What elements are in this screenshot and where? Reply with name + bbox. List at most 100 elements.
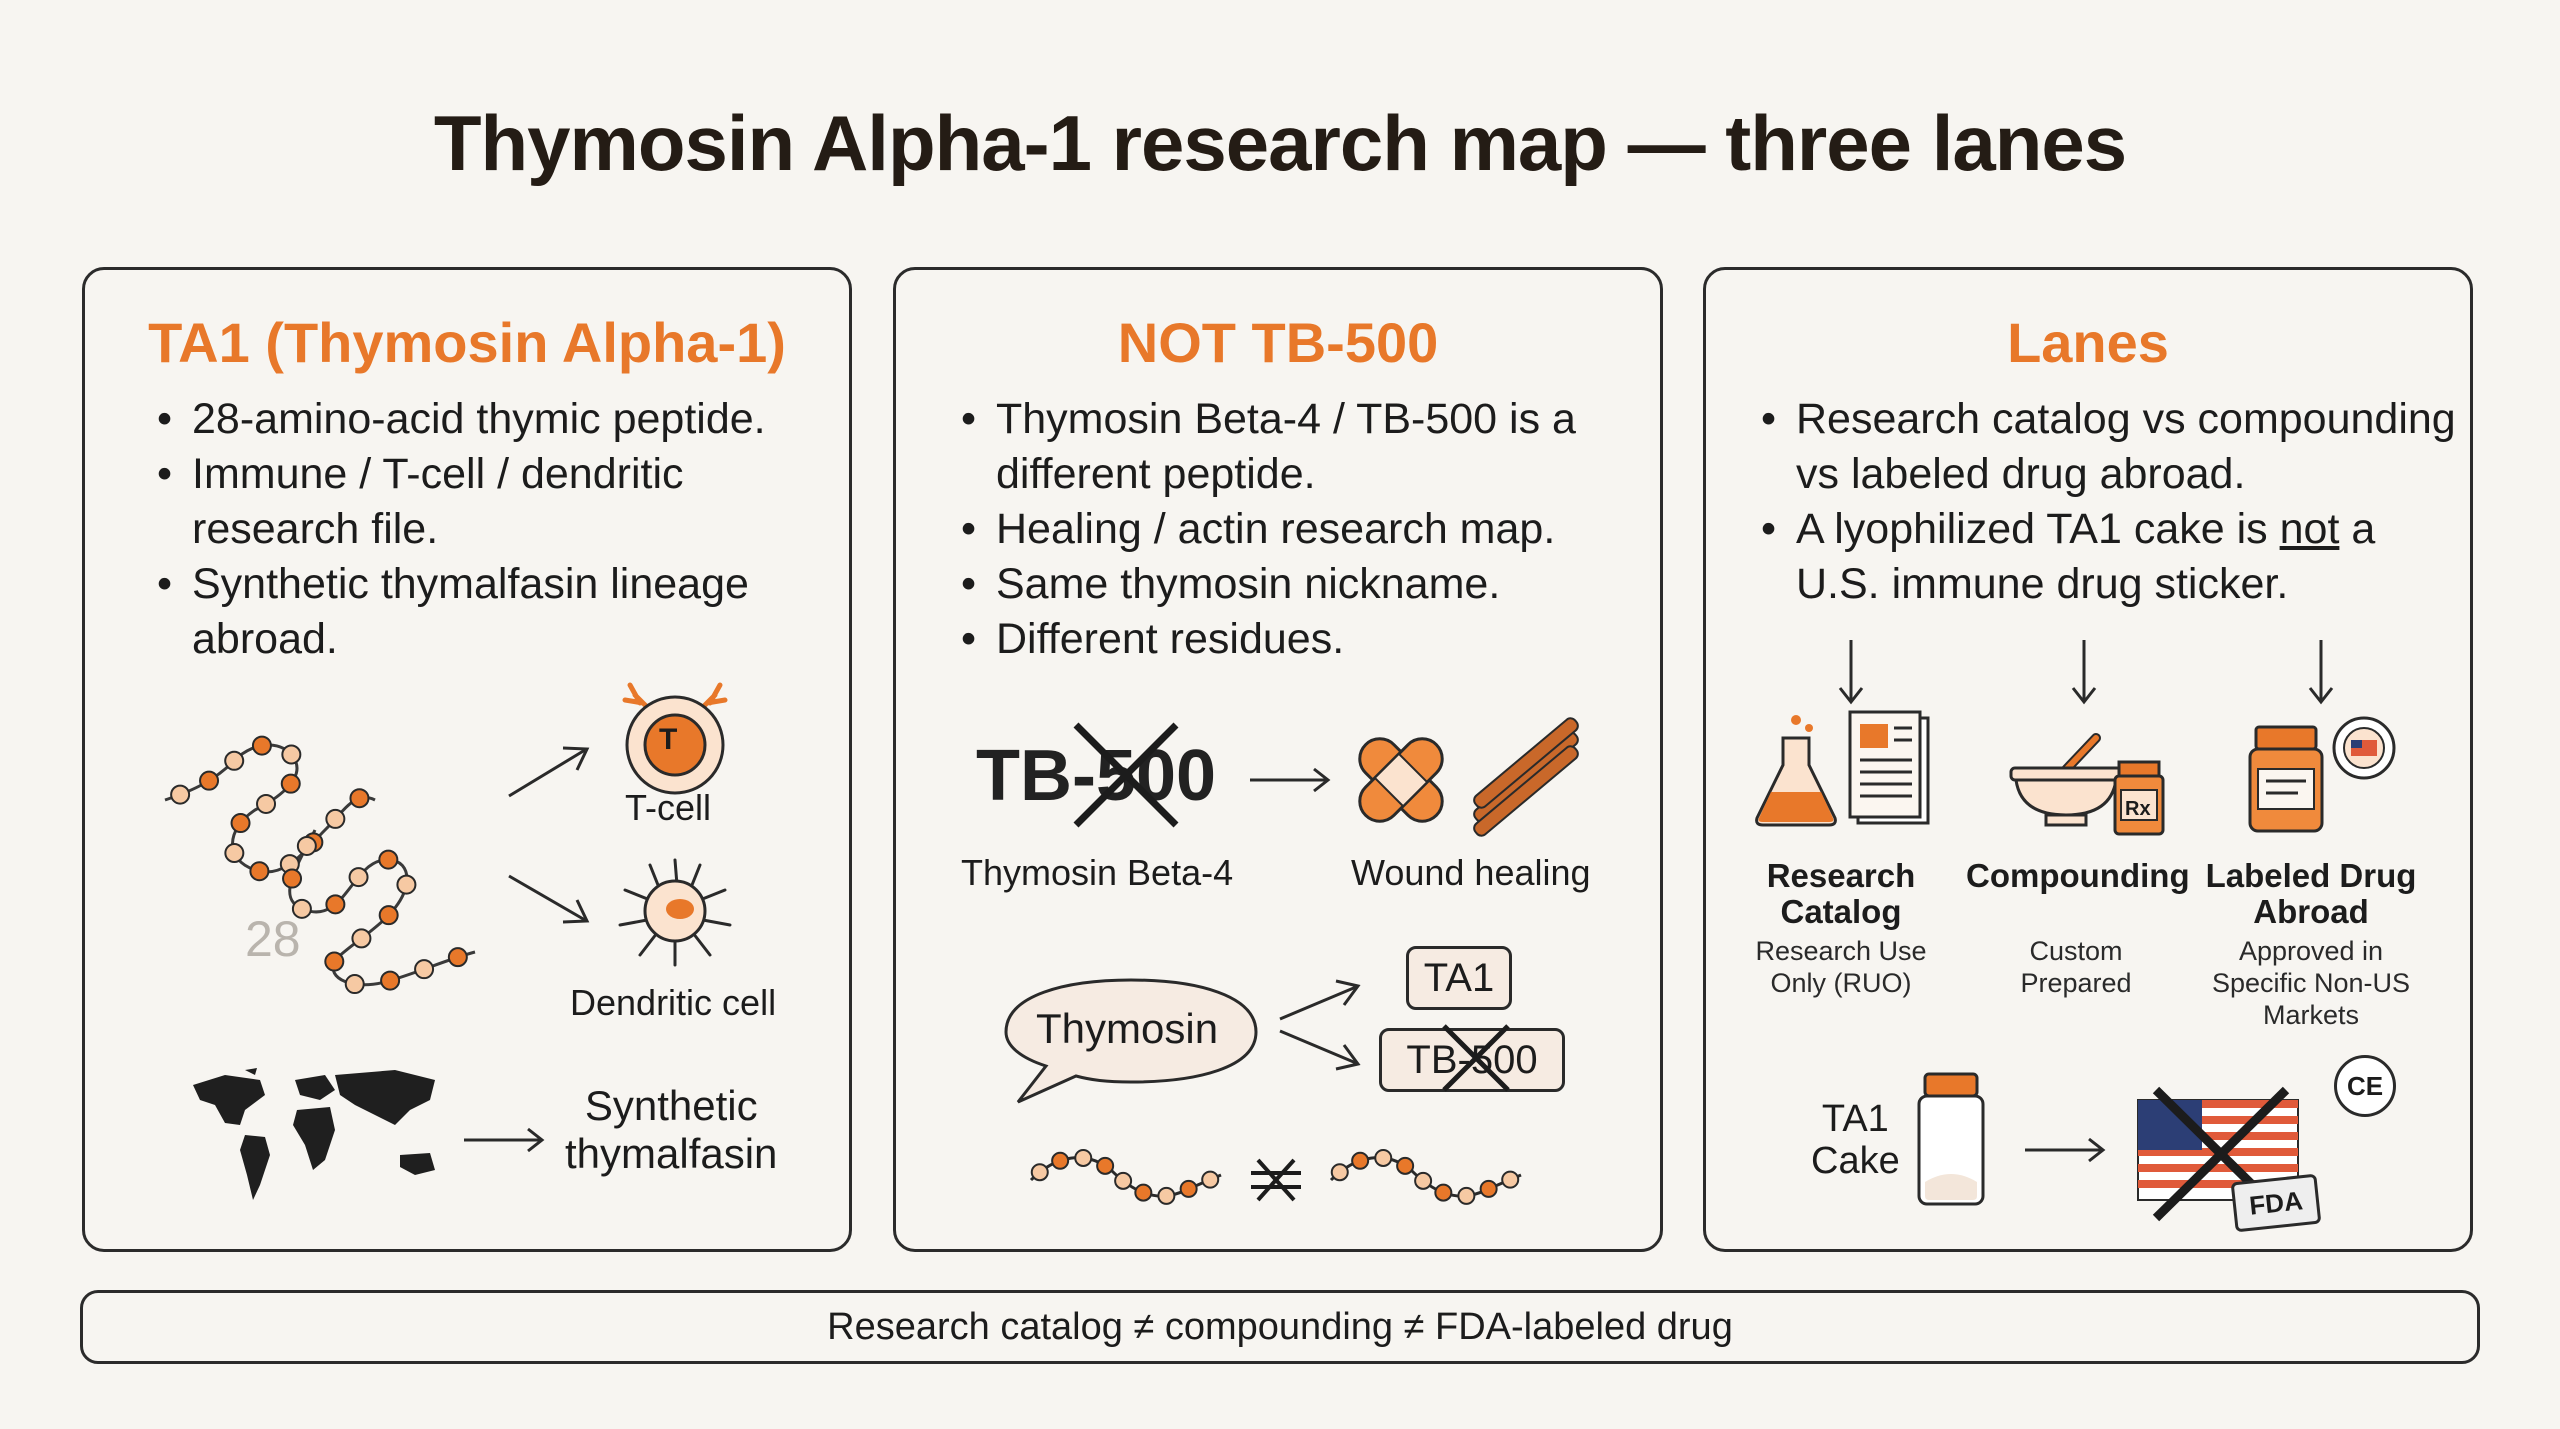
- bead: [324, 951, 345, 972]
- dendritic-cell-icon: [618, 858, 732, 967]
- bead: [1457, 1186, 1476, 1205]
- bead: [1479, 1179, 1498, 1198]
- bead: [380, 970, 401, 991]
- bead: [291, 898, 312, 919]
- flag-seal-icon: [2332, 716, 2396, 780]
- panel-not-tb500-title: NOT TB-500: [1117, 311, 1439, 374]
- panel-lanes-title: Lanes: [2007, 311, 2169, 374]
- bead: [351, 928, 372, 949]
- us-flag-icon: [2137, 1086, 2299, 1222]
- panel-ta1: TA1 (Thymosin Alpha-1) 28-amino-acid thy…: [82, 267, 852, 1252]
- panel-not-tb500-bullets: Thymosin Beta-4 / TB-500 is a different …: [961, 392, 1651, 667]
- tcell-icon: [622, 682, 728, 795]
- arrow-to-tcell-icon: [508, 746, 590, 798]
- down-arrow-icon: [1838, 640, 1864, 705]
- bead: [1330, 1163, 1349, 1182]
- bead: [1134, 1183, 1153, 1202]
- bead: [378, 905, 399, 926]
- cake-label-line2: Cake: [1811, 1140, 1900, 1182]
- bead: [396, 874, 417, 895]
- panel-lanes-bullets: Research catalog vs compounding vs label…: [1761, 392, 2471, 612]
- lane-compounding-desc: Custom Prepared: [2020, 936, 2132, 998]
- bandage-icon: [1358, 737, 1444, 823]
- bullet-item: Synthetic thymalfasin lineage abroad.: [157, 557, 792, 667]
- lane-research-catalog-name: Research Catalog: [1766, 857, 1916, 930]
- bullet-item: Healing / actin research map.: [961, 502, 1651, 557]
- pill-bottle-icon: [2248, 725, 2324, 833]
- cross-out-icon: [1073, 722, 1179, 828]
- cake-label: TA1 Cake: [1811, 1098, 1900, 1182]
- lane-labeled-drug-name: Labeled Drug Abroad: [2205, 857, 2417, 930]
- bead: [280, 773, 301, 794]
- speech-bubble-icon: [1004, 978, 1258, 1104]
- bead: [296, 835, 317, 856]
- bead: [282, 868, 303, 889]
- fda-stamp: FDA: [2230, 1173, 2322, 1233]
- cross-out-small-icon: [1442, 1024, 1510, 1092]
- ta1-box: TA1: [1406, 946, 1512, 1010]
- bead: [1157, 1186, 1176, 1205]
- synthetic-label-line2: thymalfasin: [565, 1130, 778, 1177]
- document-icon: [1848, 710, 1930, 825]
- peptide-chain-icon: [164, 735, 476, 995]
- arrow-to-ta1-icon: [1279, 979, 1361, 1021]
- synthetic-label: Synthetic thymalfasin: [565, 1082, 777, 1178]
- bead: [249, 861, 270, 882]
- bead: [1396, 1156, 1415, 1175]
- bullet-item: Different residues.: [961, 612, 1651, 667]
- bead: [224, 843, 245, 864]
- bullet-text-part: A lyophilized TA1 cake is: [1796, 505, 2280, 553]
- world-map-icon: [193, 1068, 435, 1200]
- actin-fibers-icon: [1473, 717, 1579, 837]
- chain-count-label: 28: [245, 911, 301, 967]
- bead: [325, 808, 346, 829]
- bullet-item: Same thymosin nickname.: [961, 557, 1651, 612]
- bead: [281, 744, 302, 765]
- bullet-item: 28-amino-acid thymic peptide.: [157, 392, 837, 447]
- bead: [251, 735, 272, 756]
- down-arrow-icon: [2308, 640, 2334, 705]
- wound-caption: Wound healing: [1351, 852, 1591, 893]
- bead: [224, 750, 245, 771]
- rx-label: Rx: [2125, 798, 2151, 820]
- tcell-letter: T: [659, 723, 678, 756]
- bullet-item: Thymosin Beta-4 / TB-500 is a different …: [961, 392, 1616, 502]
- bullet-text-part: a U.S. immune drug sticker.: [1796, 505, 2376, 608]
- footer-banner: Research catalog ≠ compounding ≠ FDA-lab…: [80, 1290, 2480, 1364]
- bead: [1051, 1151, 1070, 1170]
- bead: [256, 793, 277, 814]
- bead: [1179, 1179, 1198, 1198]
- cake-label-line1: TA1: [1821, 1098, 1889, 1140]
- panel-not-tb500: NOT TB-500 Thymosin Beta-4 / TB-500 is a…: [893, 267, 1663, 1252]
- bead-chain-left-icon: [1029, 1148, 1222, 1205]
- lane-compounding-name: Compounding: [1966, 857, 2190, 894]
- panel-ta1-bullets: 28-amino-acid thymic peptide. Immune / T…: [157, 392, 837, 667]
- bead: [1201, 1170, 1220, 1189]
- bead: [1351, 1151, 1370, 1170]
- bead: [344, 974, 365, 995]
- bead: [325, 894, 346, 915]
- bead: [1096, 1156, 1115, 1175]
- synthetic-label-line1: Synthetic: [584, 1082, 758, 1129]
- vial-icon: [1917, 1072, 1985, 1206]
- arrow-to-flag-icon: [2025, 1137, 2106, 1163]
- arrow-to-wound-icon: [1250, 767, 1331, 793]
- bead: [378, 849, 399, 870]
- bead: [349, 788, 370, 809]
- panel-lanes: Lanes Research catalog vs compounding vs…: [1703, 267, 2473, 1252]
- bead: [1030, 1163, 1049, 1182]
- bead: [1114, 1171, 1133, 1190]
- mortar-pestle-icon: [2009, 733, 2123, 827]
- bullet-underlined-word: not: [2279, 505, 2340, 553]
- tb500-caption: Thymosin Beta-4: [961, 852, 1234, 893]
- arrow-to-synthetic-icon: [464, 1127, 545, 1153]
- tb500-box: TB-500: [1379, 1028, 1565, 1092]
- page-title: Thymosin Alpha-1 research map — three la…: [433, 99, 2127, 187]
- not-equal-icon: [1251, 1158, 1301, 1202]
- bead: [348, 867, 369, 888]
- bead: [170, 784, 191, 805]
- bead: [1074, 1148, 1093, 1167]
- bead: [1414, 1171, 1433, 1190]
- bullet-item: A lyophilized TA1 cake is not a U.S. imm…: [1761, 502, 2436, 612]
- lane-research-catalog-desc: Research Use Only (RUO): [1755, 936, 1927, 998]
